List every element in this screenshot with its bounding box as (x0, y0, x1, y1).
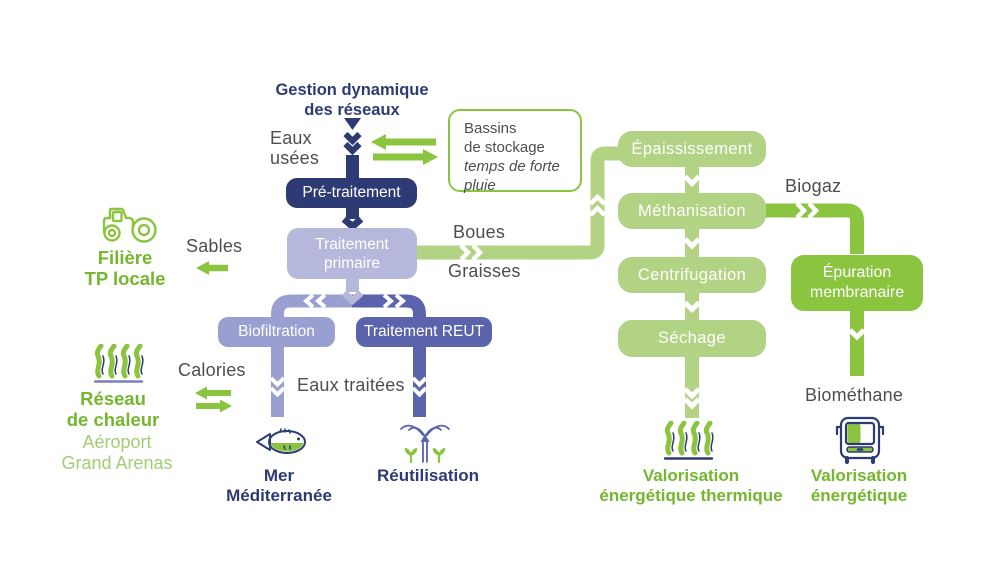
label-eaux-traitees: Eaux traitées (297, 375, 405, 395)
endpoint-mer-mediterranee: Mer Méditerranée (226, 466, 332, 505)
label-biogaz: Biogaz (785, 176, 842, 196)
endpoint-reseau-chaleur: Réseau de chaleur (66, 388, 160, 430)
box-sechage: Séchage (618, 320, 766, 357)
roller-tractor-icon (102, 207, 157, 243)
fish-icon (256, 428, 306, 454)
sprinkler-icon (400, 424, 450, 464)
box-centrifugation: Centrifugation (618, 257, 766, 293)
box-epaississement: Épaississement (618, 131, 766, 167)
label-boues: Boues (453, 222, 506, 242)
box-traitement-primaire: Traitement primaire (287, 228, 417, 279)
heat-flames-icon (93, 344, 144, 383)
bus-icon (835, 416, 885, 464)
label-sables: Sables (186, 236, 243, 256)
label-biomethane: Biométhane (805, 385, 904, 405)
box-methanisation: Méthanisation (618, 193, 766, 229)
label-graisses: Graisses (448, 261, 521, 281)
endpoint-valorisation-thermique: Valorisation énergétique thermique (599, 466, 783, 505)
endpoint-filiere-tp: Filière TP locale (84, 247, 166, 289)
endpoint-valorisation-energetique: Valorisation énergétique (810, 466, 908, 505)
box-biofiltration: Biofiltration (218, 317, 335, 347)
label-eaux-usees: Eaux usées (270, 128, 320, 168)
box-pre-traitement: Pré-traitement (286, 178, 417, 208)
label-calories: Calories (178, 360, 246, 380)
box-epuration-membranaire: Épuration membranaire (791, 255, 923, 311)
diagram-title: Gestion dynamique des réseaux (275, 81, 429, 119)
endpoint-aeroport-grand-arenas: Aéroport Grand Arenas (61, 432, 173, 473)
box-traitement-reut: Traitement REUT (356, 317, 492, 347)
thermal-flames-icon (663, 421, 714, 460)
box-bassins-stockage: Bassins de stockage temps de forte pluie (448, 109, 582, 194)
endpoint-reutilisation: Réutilisation (376, 466, 479, 485)
